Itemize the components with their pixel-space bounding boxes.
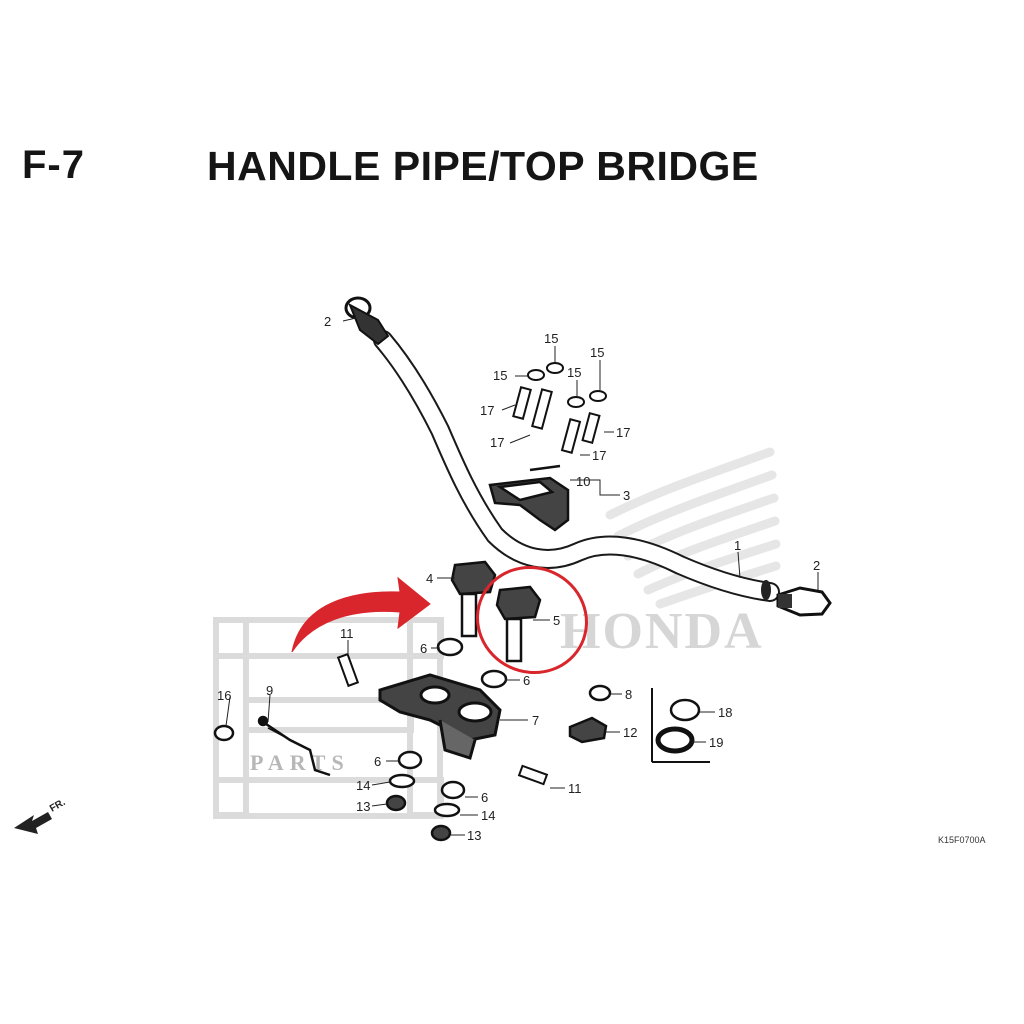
direction-label: FR. — [48, 797, 68, 815]
callout-15: 15 — [590, 345, 604, 360]
callout-10: 10 — [576, 474, 590, 489]
callout-6: 6 — [374, 754, 381, 769]
brand-watermark: HONDA — [560, 603, 764, 660]
callout-15: 15 — [567, 365, 581, 380]
callout-13: 13 — [467, 828, 481, 843]
callout-18: 18 — [718, 705, 732, 720]
callout-4: 4 — [426, 571, 433, 586]
callout-9: 9 — [266, 683, 273, 698]
logo-watermark-text: PARTS — [250, 750, 350, 775]
leader-lines — [225, 317, 819, 836]
diagram-title: HANDLE PIPE/TOP BRIDGE — [207, 143, 759, 189]
handle-pipe-part — [373, 330, 780, 602]
callout-2: 2 — [324, 314, 331, 329]
callout-14: 14 — [481, 808, 495, 823]
bar-end-left — [344, 296, 390, 346]
callout-1: 1 — [734, 538, 741, 553]
upper-holder-bolts — [512, 362, 607, 454]
callout-17: 17 — [490, 435, 504, 450]
callout-11: 11 — [340, 626, 354, 641]
highlight-annotation — [476, 565, 588, 675]
callout-6: 6 — [523, 673, 530, 688]
top-bridge-bolts — [336, 652, 549, 786]
callout-12: 12 — [623, 725, 637, 740]
callout-14: 14 — [356, 778, 370, 793]
bar-end-right — [776, 586, 832, 617]
harness-bracket — [213, 715, 331, 777]
upper-handle-holder — [488, 464, 570, 532]
front-direction-indicator: FR. — [14, 797, 68, 834]
callout-17: 17 — [480, 403, 494, 418]
callout-2: 2 — [813, 558, 820, 573]
callout-3: 3 — [623, 488, 630, 503]
callout-6: 6 — [420, 641, 427, 656]
callout-5: 5 — [553, 613, 560, 628]
callout-17: 17 — [616, 425, 630, 440]
section-code: F-7 — [22, 143, 85, 187]
callout-7: 7 — [532, 713, 539, 728]
lower-holder-5 — [495, 585, 542, 663]
callout-6: 6 — [481, 790, 488, 805]
callout-17: 17 — [592, 448, 606, 463]
callout-15: 15 — [493, 368, 507, 383]
callout-13: 13 — [356, 799, 370, 814]
top-bridge-part — [378, 673, 502, 760]
washers-and-nuts — [385, 773, 461, 842]
callout-16: 16 — [217, 688, 231, 703]
callout-8: 8 — [625, 687, 632, 702]
callout-11: 11 — [568, 781, 582, 796]
highlight-arrow — [291, 576, 431, 653]
small-parts-group — [568, 684, 710, 763]
highlight-circle — [476, 565, 588, 675]
diagram-reference-code: K15F0700A — [938, 835, 986, 845]
rubber-cushions — [397, 637, 508, 800]
callout-19: 19 — [709, 735, 723, 750]
lower-holder-4 — [450, 560, 497, 638]
callout-15: 15 — [544, 331, 558, 346]
